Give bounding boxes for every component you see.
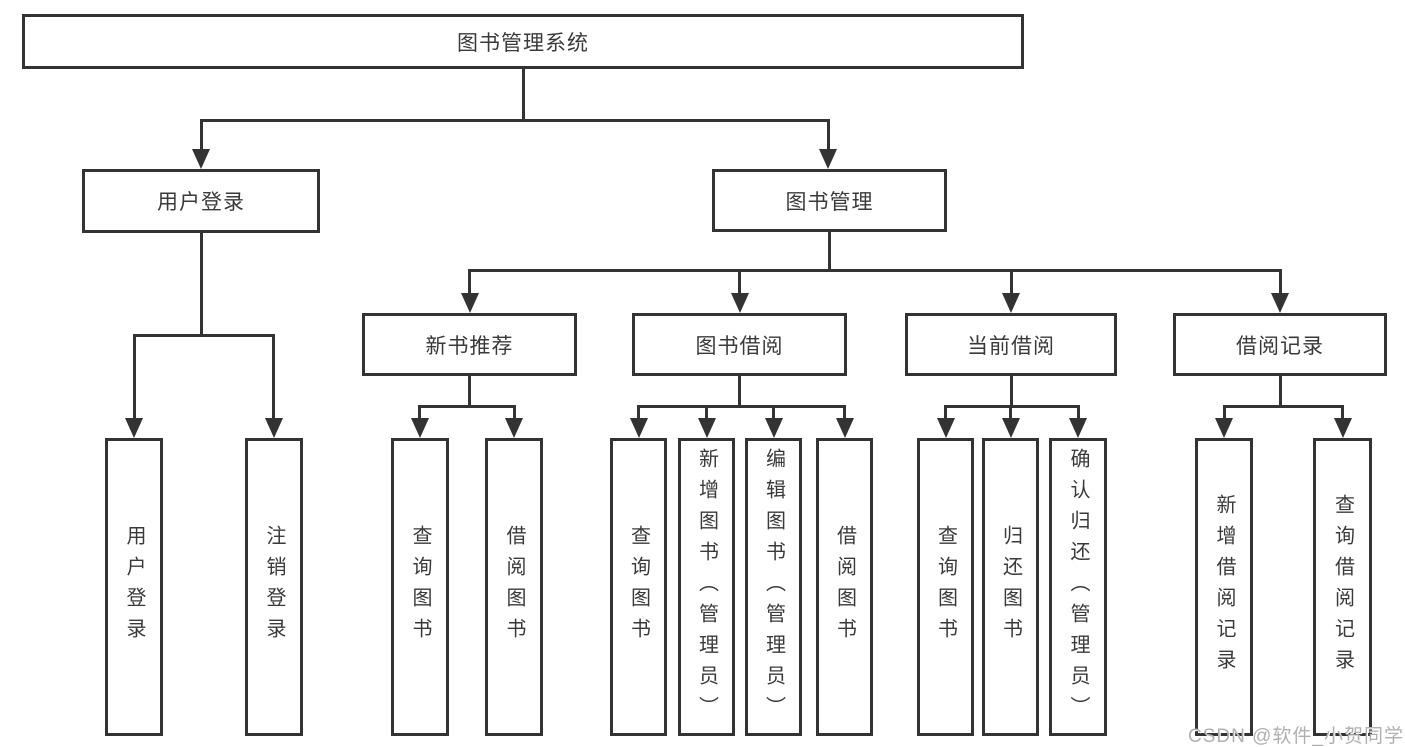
connector-line	[1009, 376, 1013, 408]
connector-line	[199, 118, 830, 122]
connector-line	[738, 270, 741, 295]
connector-line	[738, 376, 741, 408]
node-borrowing-records: 借阅记录	[1173, 313, 1387, 376]
connector-line	[418, 406, 421, 420]
connector-line	[827, 232, 831, 272]
node-label: 新书推荐	[425, 334, 514, 358]
arrow-down-icon	[410, 418, 429, 438]
connector-line	[772, 406, 775, 420]
node-label: 编辑图书（管理员）	[762, 447, 785, 727]
connector-line	[826, 120, 830, 151]
leaf-query-books-borrow: 查询图书	[610, 438, 667, 736]
node-label: 借阅图书	[503, 525, 525, 649]
leaf-user-login: 用户登录	[105, 438, 163, 736]
connector-line	[468, 268, 1282, 272]
node-book-management: 图书管理	[712, 169, 947, 232]
leaf-query-books-recommend: 查询图书	[391, 438, 449, 736]
node-label: 查询借阅记录	[1331, 494, 1354, 680]
leaf-query-borrow-record: 查询借阅记录	[1313, 438, 1372, 736]
connector-line	[1009, 406, 1012, 420]
leaf-borrow-books: 借阅图书	[816, 438, 873, 736]
arrow-down-icon	[819, 149, 837, 169]
connector-line	[468, 270, 471, 295]
arrow-down-icon	[730, 293, 749, 313]
node-label: 借阅记录	[1236, 334, 1324, 358]
connector-line	[132, 335, 136, 420]
connector-line	[1341, 406, 1344, 420]
node-label: 图书管理系统	[457, 31, 589, 55]
arrow-down-icon	[192, 149, 210, 169]
connector-line	[1278, 270, 1282, 295]
connector-line	[705, 406, 708, 420]
node-label: 新增图书（管理员）	[695, 447, 718, 727]
leaf-confirm-return-admin: 确认归还（管理员）	[1049, 438, 1107, 736]
connector-line	[637, 406, 640, 420]
node-label: 查询图书	[934, 525, 957, 649]
leaf-add-books-admin: 新增图书（管理员）	[678, 438, 735, 736]
leaf-logout: 注销登录	[245, 438, 303, 736]
leaf-edit-books-admin: 编辑图书（管理员）	[745, 438, 802, 736]
node-label: 确认归还（管理员）	[1067, 447, 1089, 727]
leaf-return-books: 归还图书	[982, 438, 1039, 736]
connector-line	[1222, 404, 1344, 408]
arrow-down-icon	[936, 418, 955, 438]
node-label: 用户登录	[123, 525, 145, 649]
leaf-add-borrow-record: 新增借阅记录	[1195, 438, 1253, 736]
connector-line	[468, 376, 471, 408]
connector-line	[199, 232, 203, 337]
node-new-book-recommendation: 新书推荐	[362, 313, 577, 376]
arrow-down-icon	[1333, 418, 1352, 438]
node-label: 当前借阅	[967, 334, 1055, 358]
connector-line	[1222, 406, 1226, 420]
connector-line	[1278, 376, 1282, 408]
connector-line	[1009, 270, 1013, 295]
connector-line	[843, 406, 846, 420]
connector-line	[199, 120, 203, 151]
connector-line	[132, 333, 275, 337]
node-label: 归还图书	[999, 525, 1022, 649]
leaf-query-books-current: 查询图书	[917, 438, 974, 736]
arrow-down-icon	[1215, 418, 1233, 438]
arrow-down-icon	[460, 293, 479, 313]
csdn-watermark: CSDN @软件_小贺同学	[1188, 726, 1404, 747]
leaf-borrow-books-recommend: 借阅图书	[485, 438, 543, 736]
node-label: 注销登录	[263, 525, 285, 649]
node-current-borrowing: 当前借阅	[905, 313, 1117, 376]
node-library-management-system: 图书管理系统	[22, 14, 1024, 69]
arrow-down-icon	[835, 418, 854, 438]
connector-line	[637, 404, 846, 408]
connector-line	[1076, 406, 1080, 420]
node-user-login: 用户登录	[82, 169, 320, 233]
node-label: 图书借阅	[695, 334, 784, 358]
node-book-borrowing: 图书借阅	[632, 313, 847, 376]
arrow-down-icon	[264, 418, 283, 438]
arrow-down-icon	[1001, 418, 1020, 438]
arrow-down-icon	[697, 418, 716, 438]
connector-line	[512, 406, 516, 420]
node-label: 新增借阅记录	[1213, 494, 1235, 680]
connector-line	[521, 69, 525, 122]
connector-line	[418, 404, 516, 408]
arrow-down-icon	[125, 418, 143, 438]
node-label: 图书管理	[785, 190, 874, 214]
arrow-down-icon	[764, 418, 783, 438]
arrow-down-icon	[505, 418, 523, 438]
node-label: 查询图书	[409, 525, 431, 649]
node-label: 用户登录	[157, 191, 245, 214]
node-label: 借阅图书	[833, 525, 856, 649]
connector-line	[272, 335, 275, 420]
arrow-down-icon	[1271, 293, 1289, 313]
arrow-down-icon	[1069, 418, 1087, 438]
connector-line	[944, 406, 947, 420]
node-label: 查询图书	[627, 525, 650, 649]
arrow-down-icon	[629, 418, 648, 438]
arrow-down-icon	[1002, 293, 1020, 313]
